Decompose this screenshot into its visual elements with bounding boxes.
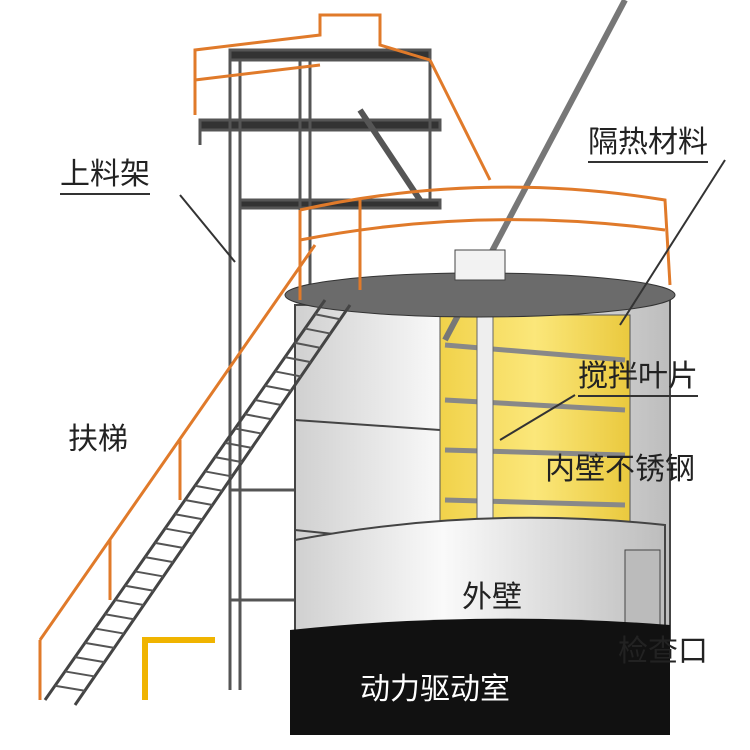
stair-step [144, 556, 174, 564]
label-feeding-rack: 上料架 [60, 160, 150, 195]
label-drive-room: 动力驱动室 [360, 672, 510, 707]
stair-step [184, 499, 213, 506]
label-staircase: 扶梯 [68, 422, 128, 457]
label-inner-wall: 内壁不锈钢 [545, 452, 695, 487]
feeding-hopper-frame [142, 637, 215, 700]
stair-step [204, 470, 233, 478]
stair-step [94, 627, 125, 635]
label-mixing-blades: 搅拌叶片 [578, 362, 698, 397]
label-inspection-port: 检查口 [618, 634, 708, 669]
stair-step [114, 599, 144, 606]
stair-step [304, 327, 331, 335]
stair-step [214, 456, 243, 464]
stair-step [104, 613, 135, 621]
stirring-shaft [476, 314, 494, 546]
leader-lines [179, 159, 726, 441]
stair-railing [38, 244, 317, 700]
stair-step [284, 356, 311, 364]
stair-step [194, 484, 223, 492]
insulation-cutaway [439, 314, 631, 546]
stair-step [74, 656, 105, 664]
drive-room-body [290, 618, 670, 735]
inspection-door [624, 549, 661, 626]
stair-step [294, 341, 321, 349]
stair-step [274, 370, 302, 378]
label-insulation: 隔热材料 [588, 128, 708, 163]
stair-step [124, 584, 154, 592]
stair-step [84, 641, 115, 649]
stair-step [234, 427, 262, 435]
stair-step [314, 313, 341, 321]
stair-step [174, 513, 203, 521]
stair-step [54, 684, 85, 692]
stair-step [154, 541, 184, 549]
stair-step [264, 384, 292, 392]
stair-step [244, 413, 272, 421]
feeding-rack-frame [198, 48, 442, 690]
stair-step [254, 399, 282, 406]
stair-step [134, 570, 164, 578]
stair-step [64, 670, 95, 678]
label-outer-wall: 外壁 [462, 580, 522, 615]
top-railing [193, 13, 492, 181]
stair-step [164, 527, 194, 535]
platform-railing [298, 185, 672, 300]
stair-step [224, 441, 252, 449]
